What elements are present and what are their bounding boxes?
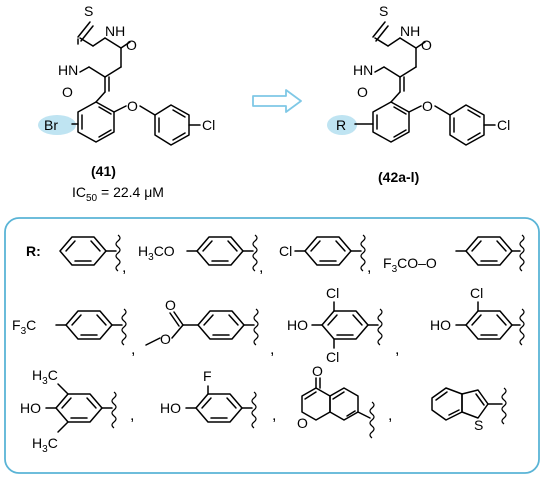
hydroxy-text: HO — [160, 400, 181, 416]
bromine-atom: Br — [44, 117, 58, 133]
separator-comma: , — [131, 341, 135, 358]
carbonyl-o-atom: O — [421, 37, 432, 53]
chlorine-atom: Cl — [326, 285, 339, 301]
reaction-arrow — [252, 89, 302, 113]
separator-comma: , — [259, 259, 263, 276]
sulfur-atom: S — [379, 3, 388, 19]
r-4-chlorophenyl — [294, 234, 366, 272]
separator-comma: , — [388, 407, 392, 424]
ether-o-atom: O — [422, 98, 433, 114]
chlorine-atom: Cl — [497, 117, 510, 133]
trifluoromethoxy-text: F3CO–O — [383, 255, 437, 275]
trifluoromethyl-text: F3C — [12, 317, 36, 337]
chlorine-atom: Cl — [326, 349, 339, 365]
separator-comma: , — [122, 259, 126, 276]
methyl-text: H3C — [32, 435, 58, 455]
br-highlight — [38, 115, 76, 135]
separator-comma: , — [395, 341, 399, 358]
r-highlight — [327, 115, 357, 135]
fluorine-atom: F — [203, 368, 212, 384]
chromone-carbonyl-o: O — [312, 363, 323, 379]
chlorine-atom: Cl — [470, 285, 483, 301]
separator-comma: , — [272, 407, 276, 424]
ester-o: O — [160, 331, 171, 347]
carbonyl-o-atom: O — [62, 84, 73, 100]
ic50-text: IC50 = 22.4 μM — [72, 184, 164, 204]
nh-atom: NH — [105, 23, 125, 39]
methyl-text: H3C — [32, 367, 58, 387]
sulfur-atom: S — [474, 417, 483, 433]
nh-atom: NH — [400, 23, 420, 39]
chlorine-atom: Cl — [279, 243, 292, 259]
carbonyl-o-atom: O — [126, 37, 137, 53]
hydroxy-text: HO — [287, 317, 308, 333]
chromone-ring-o: O — [297, 415, 308, 431]
compound-42-label: (42a-l) — [378, 169, 419, 185]
r-benzothiophen-2-yl — [431, 387, 507, 425]
r-substituent-atom: R — [336, 117, 346, 133]
ester-carbonyl-o: O — [165, 297, 176, 313]
separator-comma: , — [270, 341, 274, 358]
separator-comma: , — [367, 259, 371, 276]
methoxy-text: H3CO — [138, 243, 175, 263]
r-3-fluoro-4-hydroxyphenyl — [185, 385, 257, 429]
r-4-hydroxy-3-5-dimethylphenyl — [45, 383, 117, 433]
r-3-chloro-4-hydroxyphenyl — [455, 301, 525, 346]
r-4-trifluoromethylphenyl — [55, 308, 127, 346]
chlorine-atom: Cl — [202, 117, 215, 133]
r-4-methoxyphenyl — [186, 234, 258, 272]
hydroxy-text: HO — [430, 317, 451, 333]
r-chromone-6-yl — [301, 377, 375, 439]
r-4-methoxycarbonylphenyl — [145, 308, 259, 346]
r-group-box — [4, 217, 540, 474]
hn-atom: HN — [58, 62, 78, 78]
carbonyl-o-atom: O — [357, 84, 368, 100]
sulfur-atom: S — [84, 3, 93, 19]
r-phenyl — [59, 234, 121, 272]
separator-comma: , — [130, 407, 134, 424]
compound-41-structure — [38, 21, 201, 146]
compound-41-label: (41) — [91, 163, 116, 179]
compound-42-structure — [327, 21, 496, 146]
hydroxy-text: HO — [20, 400, 41, 416]
hn-atom: HN — [353, 62, 373, 78]
r-label: R: — [26, 243, 41, 259]
r-4-trifluoromethoxyphenyl — [455, 234, 525, 272]
r-3-5-dichloro-4-hydroxyphenyl — [311, 301, 383, 349]
ether-o-atom: O — [127, 98, 138, 114]
